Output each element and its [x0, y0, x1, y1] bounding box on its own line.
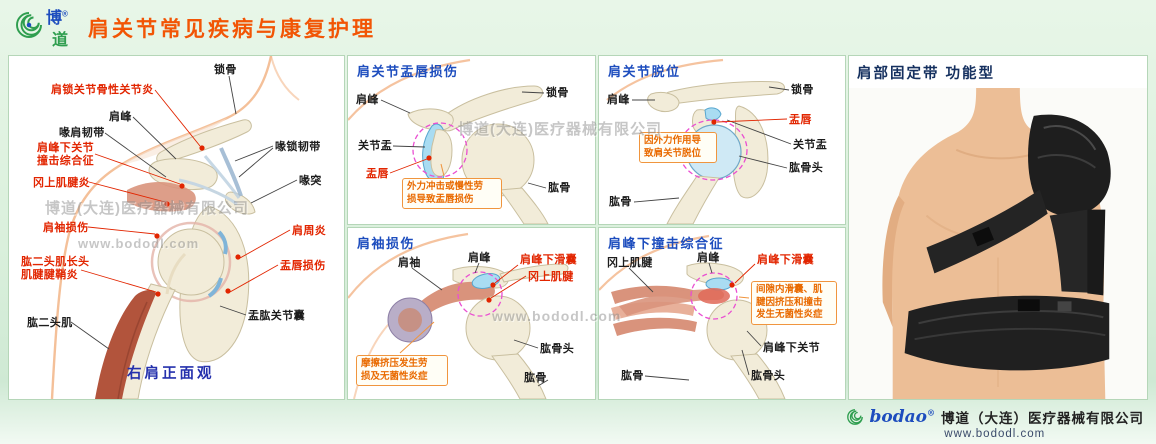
- label-acromion: 肩峰: [356, 94, 379, 106]
- page-title: 肩关节常见疾病与康复护理: [88, 18, 376, 41]
- strap-buckle: [972, 226, 994, 247]
- label-clavicle: 锁骨: [214, 64, 237, 76]
- label-coracoclavicular-ligament: 喙锁韧带: [275, 141, 321, 153]
- label-ac-joint-osteoarthritis: 肩锁关节骨性关节炎: [51, 84, 154, 96]
- label-glenohumeral-capsule: 盂肱关节囊: [248, 310, 305, 322]
- label-supraspinatus-tendinitis: 冈上肌腱炎: [33, 177, 90, 189]
- label-glenoid: 关节盂: [358, 140, 393, 152]
- brand-logo: 博® 道: [14, 2, 80, 54]
- panel-labrum-injury: 肩关节盂唇损伤 肩峰 锁骨 关节盂 盂唇 肱骨 外力冲击或慢性劳 损导致盂唇损伤: [347, 55, 596, 225]
- label-acromion: 肩峰: [109, 111, 132, 123]
- label-subacromial-bursa: 肩峰下滑囊: [757, 254, 814, 266]
- brace-title: 肩部固定带 功能型: [857, 66, 996, 82]
- label-humerus: 肱骨: [548, 182, 571, 194]
- label-glenoid: 关节盂: [793, 139, 828, 151]
- label-coracoacromial-ligament: 喙肩韧带: [59, 127, 105, 139]
- footer-website: www.bododl.com: [944, 428, 1046, 440]
- header: 博® 道 肩关节常见疾病与康复护理: [0, 0, 1156, 54]
- impingement-illustration: [599, 234, 786, 399]
- wrap-buckle: [1017, 299, 1040, 312]
- label-coracoid: 喙突: [299, 175, 322, 187]
- brace-photo: [849, 88, 1147, 399]
- anatomy-caption: 右肩正面观: [127, 366, 215, 382]
- humeral-head-bone: [157, 228, 225, 296]
- logo-char-dao: 道: [52, 32, 69, 49]
- label-supraspinatus-tendon: 冈上肌腱: [528, 271, 574, 283]
- label-labrum-injury: 盂唇损伤: [280, 260, 326, 272]
- label-clavicle: 锁骨: [546, 87, 569, 99]
- panel-dislocation-title: 肩关节脱位: [608, 64, 681, 79]
- logo-swirl-icon: [16, 12, 42, 38]
- label-humerus: 肱骨: [621, 370, 644, 382]
- label-clavicle: 锁骨: [791, 84, 814, 96]
- note-impingement: 间隙内滑囊、肌 腱因挤压和撞击 发生无菌性炎症: [751, 281, 837, 325]
- label-acromion: 肩峰: [468, 252, 491, 264]
- label-subacromial-bursa: 肩峰下滑囊: [520, 254, 577, 266]
- note-rotator-cuff: 摩擦挤压发生劳 损及无菌性炎症: [356, 355, 448, 387]
- label-supraspinatus-tendon: 冈上肌腱: [607, 257, 653, 269]
- shoulder-anatomy-illustration: [50, 56, 300, 399]
- panel-impingement-title: 肩峰下撞击综合征: [608, 236, 725, 251]
- labrum-illustration: [348, 58, 549, 224]
- panel-rotator-cuff-title: 肩袖损伤: [357, 236, 416, 251]
- brace-side-strap: [1087, 209, 1106, 296]
- label-humeral-head: 肱骨头: [789, 162, 824, 174]
- dislocation-illustration: [606, 58, 792, 224]
- label-frozen-shoulder: 肩周炎: [292, 225, 327, 237]
- label-humeral-head: 肱骨头: [540, 343, 575, 355]
- label-acromion: 肩峰: [697, 252, 720, 264]
- footer-swirl-icon: [846, 409, 863, 425]
- logo-char-bo: 博®: [46, 9, 68, 27]
- brace-forearm-wrap: [904, 295, 1110, 371]
- label-rotator-cuff-injury: 肩袖损伤: [43, 222, 89, 234]
- note-dislocation: 因外力作用导 致肩关节脱位: [639, 132, 717, 164]
- panel-shoulder-anatomy: 锁骨 肩锁关节骨性关节炎 肩峰 喙肩韧带 肩峰下关节 撞击综合征 喙锁韧带 冈上…: [8, 55, 345, 400]
- label-humeral-head: 肱骨头: [751, 370, 786, 382]
- label-acromion: 肩峰: [607, 94, 630, 106]
- rotator-cuff-illustration: [348, 232, 569, 399]
- footer-company: 博道（大连）医疗器械有限公司: [941, 411, 1144, 426]
- label-subacromial-impingement: 肩峰下关节 撞击综合征: [37, 142, 94, 168]
- label-labrum: 盂唇: [789, 114, 812, 126]
- label-humerus: 肱骨: [524, 372, 547, 384]
- panel-dislocation: 肩关节脱位 肩峰 锁骨 盂唇 关节盂 肱骨头 肱骨 因外力作用导 致肩关节脱位: [598, 55, 846, 225]
- footer-brand: bodao®: [869, 407, 935, 427]
- note-labrum: 外力冲击或慢性劳 损导致盂唇损伤: [402, 178, 502, 210]
- label-humerus: 肱骨: [609, 196, 632, 208]
- label-biceps-tenosynovitis: 肱二头肌长头 肌腱腱鞘炎: [21, 256, 90, 282]
- label-rotator-cuff: 肩袖: [398, 257, 421, 269]
- label-biceps: 肱二头肌: [27, 317, 73, 329]
- label-labrum: 盂唇: [366, 168, 389, 180]
- panel-labrum-title: 肩关节盂唇损伤: [357, 64, 459, 79]
- panel-impingement: 肩峰下撞击综合征 冈上肌腱 肩峰 肩峰下滑囊 肩峰下关节 肱骨头 肱骨 间隙内滑…: [598, 227, 846, 400]
- label-subacromial-joint: 肩峰下关节: [763, 342, 820, 354]
- brace-shoulder-cap: [1028, 114, 1111, 216]
- panel-shoulder-brace: 肩部固定带 功能型: [848, 55, 1148, 400]
- panel-rotator-cuff: 肩袖损伤 肩袖 肩峰 肩峰下滑囊 冈上肌腱 肱骨头 肱骨 摩擦挤压发生劳 损及无…: [347, 227, 596, 400]
- footer: bodao® 博道（大连）医疗器械有限公司 www.bododl.com: [846, 407, 1144, 440]
